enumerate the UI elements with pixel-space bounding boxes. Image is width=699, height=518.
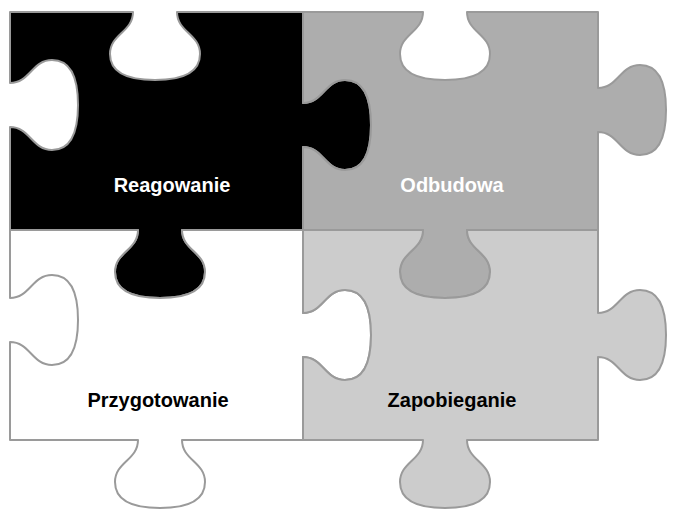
puzzle-outline	[303, 12, 598, 230]
puzzle-piece: Reagowanie	[10, 12, 303, 230]
puzzle-piece: Odbudowa	[303, 12, 598, 230]
piece-label: Reagowanie	[114, 173, 231, 197]
puzzle-piece: Zapobieganie	[303, 230, 598, 440]
piece-label: Zapobieganie	[388, 388, 517, 412]
piece-label: Przygotowanie	[87, 388, 228, 412]
puzzle-outline	[10, 12, 303, 230]
puzzle-shape	[303, 230, 666, 508]
piece-label: Odbudowa	[400, 173, 503, 197]
puzzle-piece: Przygotowanie	[10, 230, 303, 440]
